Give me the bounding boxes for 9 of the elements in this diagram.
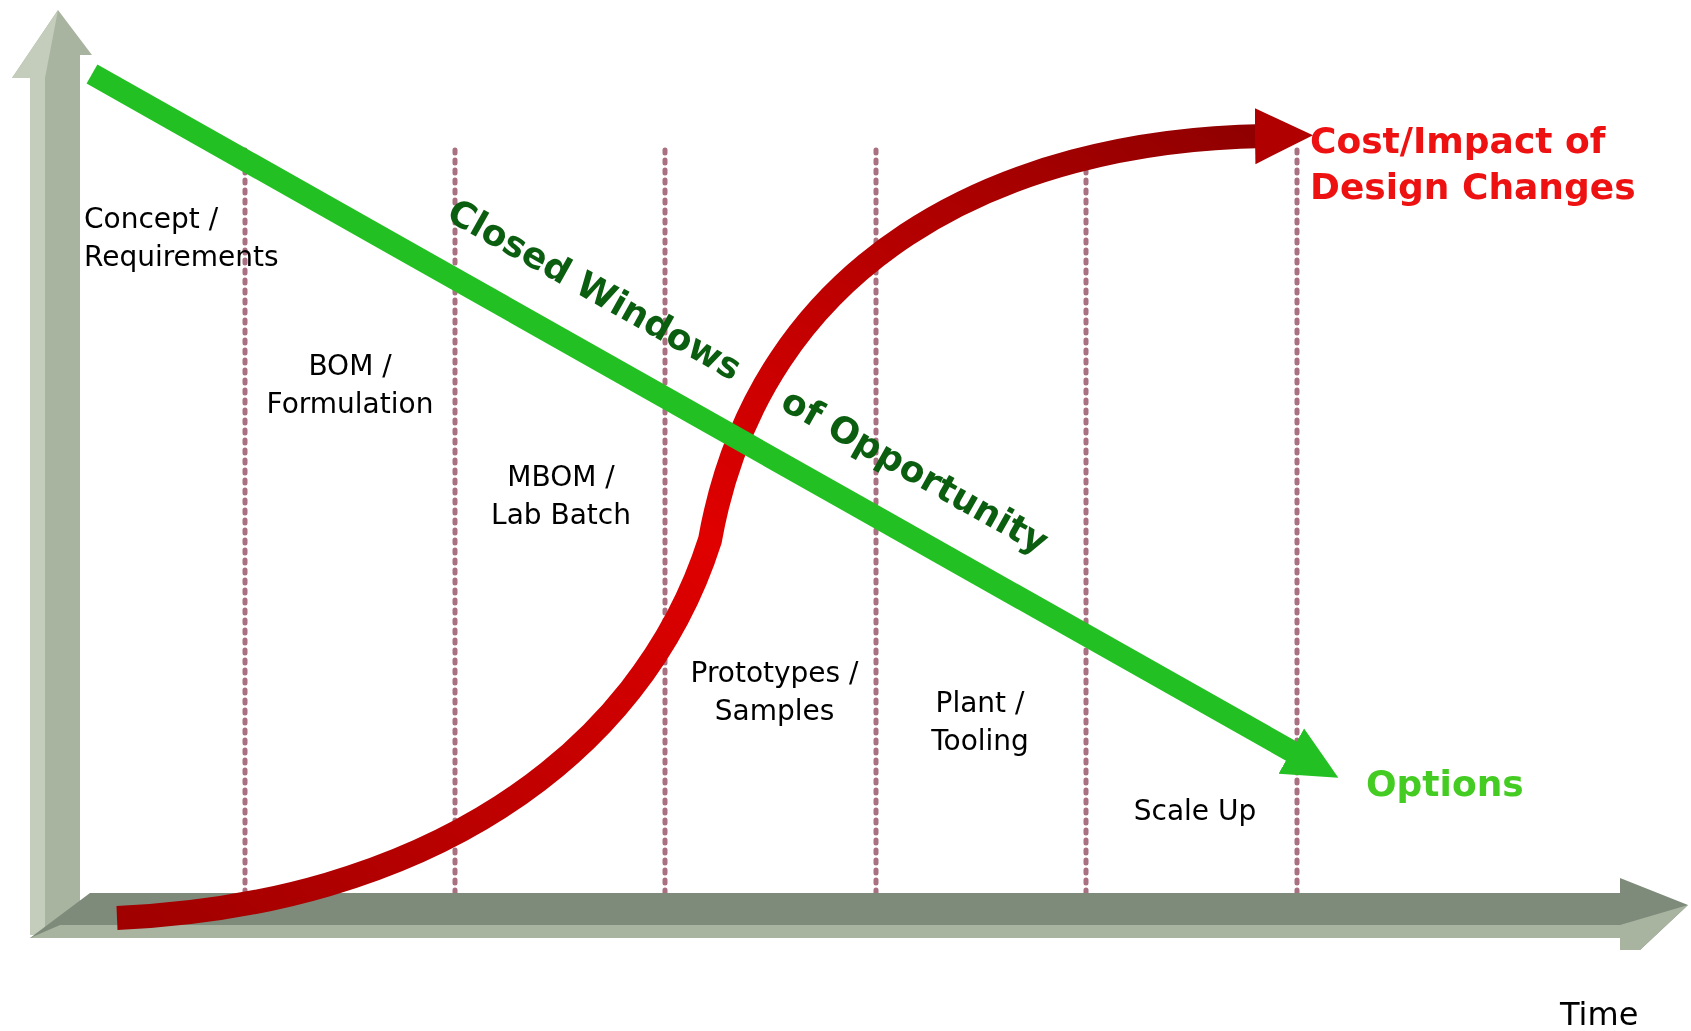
phase-label: MBOM / Lab Batch <box>490 459 632 533</box>
phase-label: Plant / Tooling <box>930 685 1030 759</box>
curve-label: Cost/Impact of Design Changes <box>1310 119 1637 209</box>
phase-label: Concept / Requirements <box>84 201 280 275</box>
arrow-label: Options <box>1366 765 1525 803</box>
axis-label: Time <box>1560 995 1640 1031</box>
phase-label: Scale Up <box>1132 793 1258 829</box>
phase-label: BOM / Formulation <box>265 348 435 422</box>
phase-label: Prototypes / Samples <box>689 655 860 729</box>
